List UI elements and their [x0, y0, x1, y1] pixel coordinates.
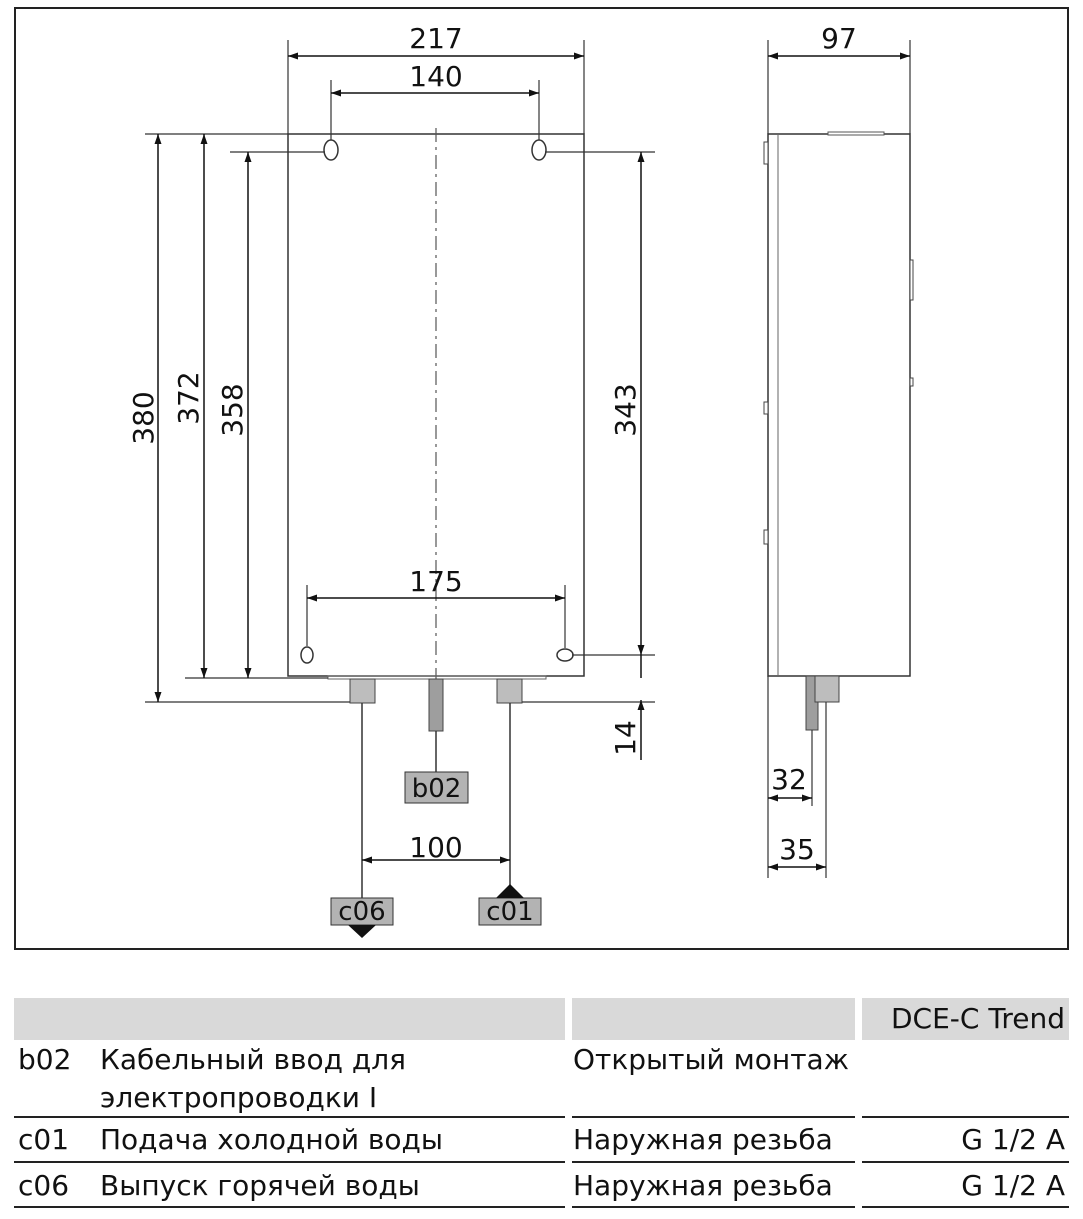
legend-type-c01: Наружная резьба [573, 1123, 833, 1156]
cable-entry-tube [428, 678, 444, 732]
top-left-hole [323, 139, 339, 161]
dim-380: 380 [127, 391, 160, 444]
legend-value-c01: G 1/2 A [961, 1123, 1065, 1156]
dim-343: 343 [609, 383, 642, 436]
bottom-right-hole [556, 648, 574, 662]
bottom-left-hole [300, 646, 314, 664]
legend-header-description [14, 998, 565, 1040]
legend-desc-b02-line1: Кабельный ввод для [100, 1043, 406, 1076]
label-b02: b02 [412, 774, 462, 804]
dim-32: 32 [771, 763, 807, 796]
cold-water-fitting [496, 678, 523, 704]
legend-code-b02: b02 [18, 1043, 72, 1076]
side-pipe-fitting [814, 675, 840, 703]
dim-175: 175 [409, 565, 462, 598]
hot-water-arrow-icon [348, 925, 376, 938]
legend-value-c06: G 1/2 A [961, 1169, 1065, 1202]
legend-header-type [572, 998, 855, 1040]
legend-type-c06: Наружная резьба [573, 1169, 833, 1202]
dim-217: 217 [409, 22, 462, 55]
drawing-frame [14, 7, 1069, 950]
label-b02-box [404, 771, 469, 804]
legend-code-c01: c01 [18, 1123, 70, 1156]
legend-header-model: DCE-C Trend [862, 998, 1069, 1040]
top-right-hole [531, 139, 547, 161]
legend-desc-c01: Подача холодной воды [100, 1123, 444, 1156]
dim-358: 358 [216, 383, 249, 436]
legend-model: DCE-C Trend [891, 1002, 1065, 1035]
dimension-drawing: 217 140 175 380 372 358 343 14 100 b02 c… [14, 7, 1069, 950]
front-view: 217 140 175 380 372 358 343 14 100 b02 c… [127, 22, 655, 938]
dim-35: 35 [779, 833, 815, 866]
dim-14: 14 [609, 720, 642, 756]
label-c06-box [330, 897, 394, 926]
dim-372: 372 [172, 371, 205, 424]
label-c06: c06 [338, 897, 385, 927]
legend-desc-c06: Выпуск горячей воды [100, 1169, 420, 1202]
legend-desc-b02-line2: электропроводки I [100, 1081, 378, 1114]
dim-100: 100 [409, 831, 462, 864]
label-c01: c01 [486, 897, 533, 927]
label-c01-box [478, 897, 542, 926]
legend-type-b02: Открытый монтаж [573, 1043, 849, 1076]
side-body [767, 133, 911, 677]
side-view: 97 32 35 [763, 22, 914, 878]
dim-97: 97 [821, 22, 857, 55]
hot-water-fitting [349, 678, 376, 704]
legend-code-c06: c06 [18, 1169, 70, 1202]
cold-water-arrow-icon [496, 884, 524, 898]
dim-140: 140 [409, 60, 462, 93]
